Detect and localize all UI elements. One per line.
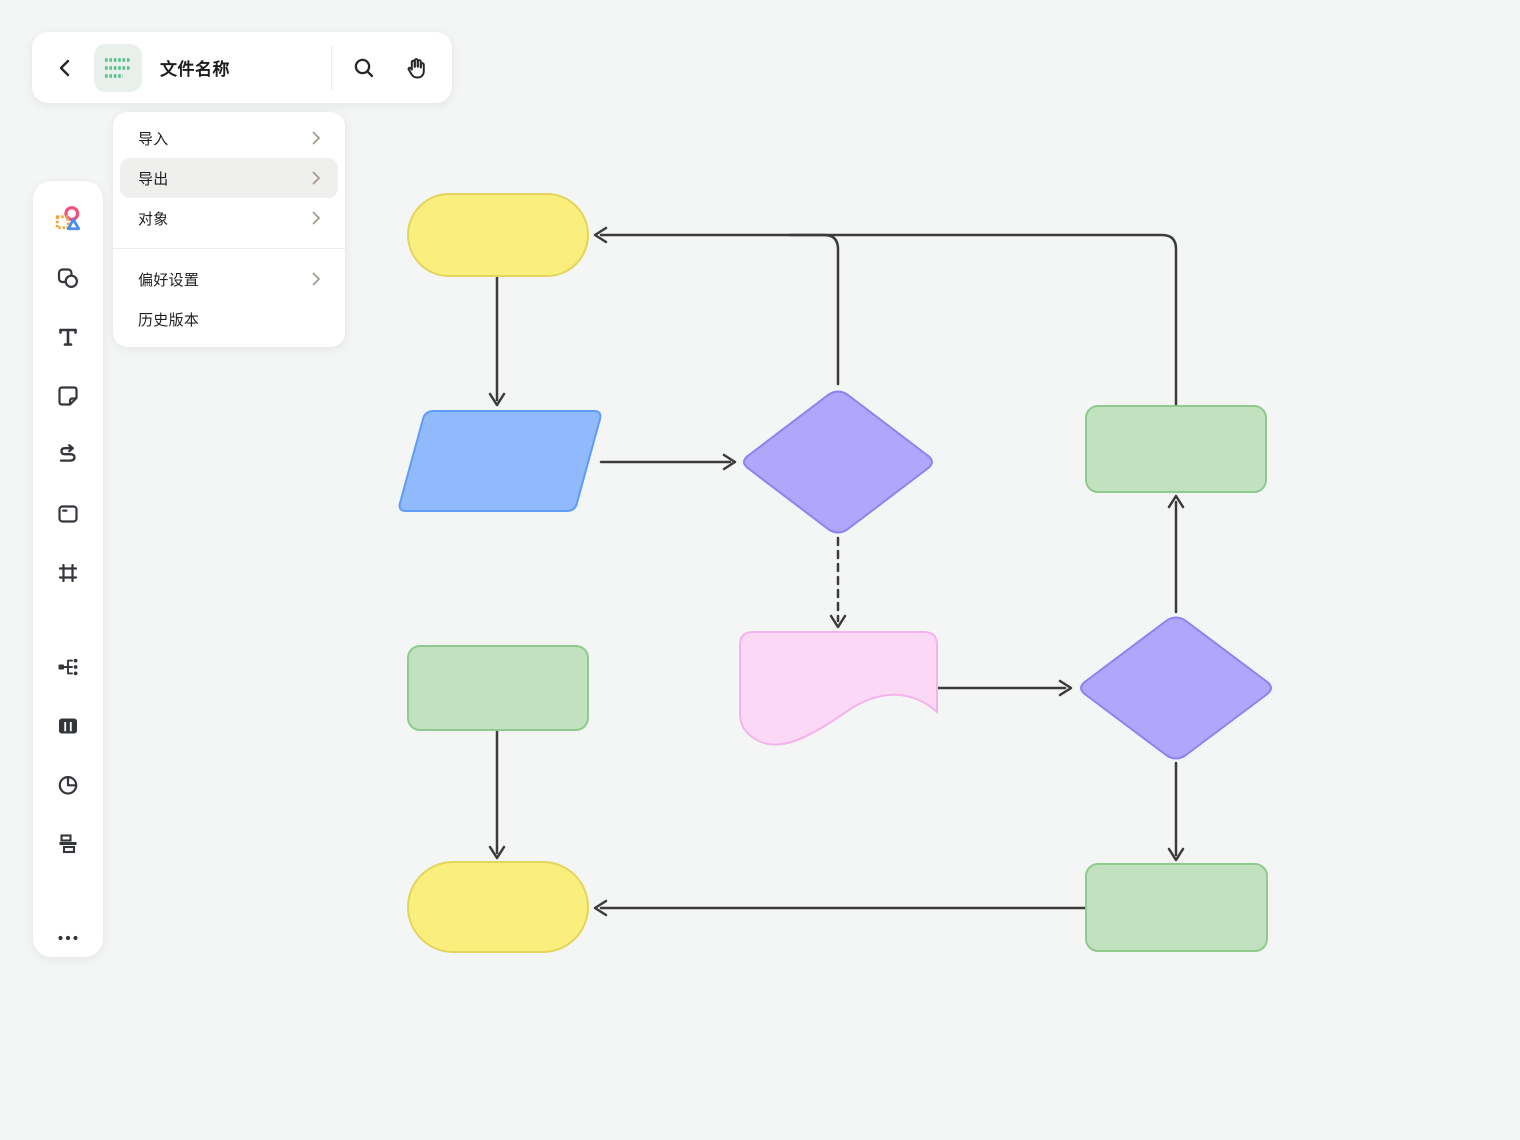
edge-process-top-right-to-terminator-top[interactable] [599, 233, 1178, 408]
back-chevron-icon [59, 59, 70, 76]
edge-process-mid-left-to-terminator-bottom-arrowhead [488, 845, 506, 860]
edge-decision2-to-process-top-right-arrowhead [1167, 494, 1185, 509]
edge-decision2-to-process-bottom-right-arrowhead [1167, 847, 1185, 862]
sidebar-item-text-tool[interactable] [55, 325, 81, 349]
file-menu-button[interactable] [94, 43, 142, 92]
chevron-right-icon [312, 131, 320, 145]
file-menu-icon [105, 57, 131, 78]
sidebar-item-connector-tool[interactable] [55, 443, 81, 467]
card-tool-icon [58, 505, 78, 523]
sidebar-item-frame-tool[interactable] [55, 561, 81, 585]
document-title: 文件名称 [160, 60, 230, 79]
process-top-right[interactable] [1085, 405, 1267, 493]
edge-process-bottom-right-to-terminator-bottom-arrowhead [593, 899, 608, 917]
terminator-bottom[interactable] [407, 861, 589, 953]
toolbar-divider [331, 45, 332, 90]
pan-button[interactable] [390, 44, 442, 92]
document-node[interactable] [739, 631, 938, 746]
chevron-right-icon [312, 272, 320, 286]
menu-separator [113, 248, 345, 249]
sticky-note-icon [58, 386, 78, 406]
swimlane-tool-icon [59, 834, 77, 854]
shape-tool-icon [57, 268, 79, 289]
process-bottom-right[interactable] [1085, 863, 1268, 952]
edge-parallelogram-to-decision1-arrowhead [722, 453, 737, 471]
sidebar-item-shape-tool[interactable] [55, 266, 81, 290]
connector-tool-icon [59, 444, 76, 462]
table-tool-icon [59, 718, 77, 734]
back-button[interactable] [46, 44, 86, 92]
chevron-right-icon [312, 211, 320, 225]
top-toolbar: 文件名称 [32, 32, 452, 103]
terminator-top[interactable] [407, 193, 589, 277]
sidebar-item-swimlane-tool[interactable] [55, 832, 81, 856]
tools-sidebar [33, 181, 103, 957]
menu-item-label: 历史版本 [138, 311, 200, 329]
menu-item-label: 导出 [138, 170, 169, 188]
menu-item-export[interactable]: 导出 [120, 158, 338, 198]
edge-decision1-to-document-dashed-arrowhead [829, 614, 847, 629]
sidebar-item-sticky-note[interactable] [55, 384, 81, 408]
search-button[interactable] [338, 44, 390, 92]
menu-item-preferences[interactable]: 偏好设置 [120, 259, 338, 299]
shapes-library-icon [55, 206, 81, 231]
menu-item-import[interactable]: 导入 [120, 118, 338, 158]
chart-tool-icon [58, 776, 78, 795]
process-mid-left[interactable] [407, 645, 589, 731]
edge-process-top-right-to-terminator-top-arrowhead [593, 226, 608, 244]
sidebar-item-card-tool[interactable] [55, 502, 81, 526]
chevron-right-icon [312, 171, 320, 185]
file-dropdown-menu: 导入 导出 对象 偏好设置 历史版本 [113, 112, 345, 347]
sidebar-item-table-tool[interactable] [55, 714, 81, 738]
frame-tool-icon [58, 563, 78, 583]
menu-item-label: 导入 [138, 130, 169, 148]
text-tool-icon [59, 328, 77, 346]
edge-document-to-decision2-arrowhead [1058, 679, 1073, 697]
sidebar-item-chart-tool[interactable] [55, 773, 81, 797]
edge-top-to-parallelogram-arrowhead [488, 392, 506, 407]
sidebar-item-shapes-library[interactable] [55, 206, 81, 231]
pan-hand-icon [407, 57, 425, 78]
menu-item-objects[interactable]: 对象 [120, 198, 338, 238]
menu-item-label: 偏好设置 [138, 271, 200, 289]
more-tools-icon [58, 935, 78, 941]
mindmap-tool-icon [58, 658, 78, 676]
edge-decision1-merge-to-terminator-top[interactable] [788, 233, 840, 386]
menu-item-label: 对象 [138, 210, 169, 228]
io-parallelogram[interactable] [398, 410, 602, 512]
decision-2[interactable] [1080, 616, 1272, 760]
decision-1[interactable] [743, 390, 933, 534]
sidebar-item-mindmap-tool[interactable] [55, 655, 81, 679]
sidebar-item-more-tools[interactable] [55, 926, 81, 950]
search-icon [354, 58, 374, 77]
menu-item-history[interactable]: 历史版本 [120, 299, 338, 339]
